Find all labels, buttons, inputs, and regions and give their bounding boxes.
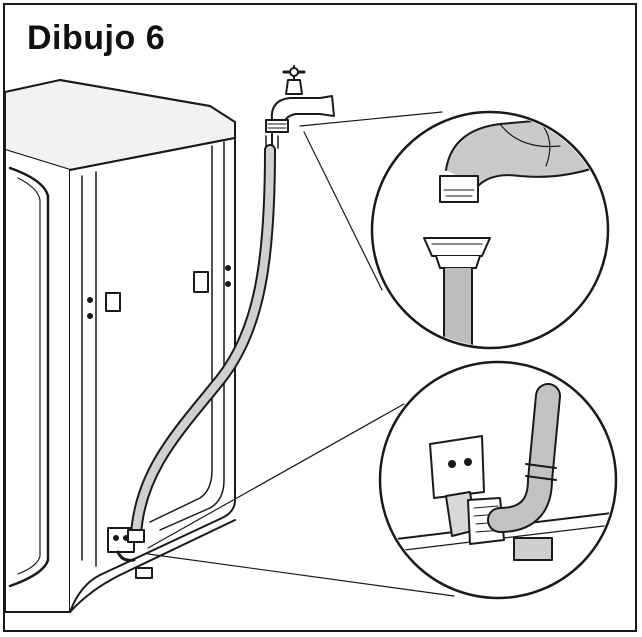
hose-icon bbox=[127, 133, 279, 543]
figure-title: Dibujo 6 bbox=[27, 19, 166, 57]
washing-machine-icon bbox=[4, 79, 236, 613]
inlet-detail-circle bbox=[378, 360, 618, 600]
callout-lines bbox=[147, 111, 455, 597]
faucet-icon bbox=[265, 65, 335, 133]
faucet-detail-circle bbox=[370, 110, 610, 350]
